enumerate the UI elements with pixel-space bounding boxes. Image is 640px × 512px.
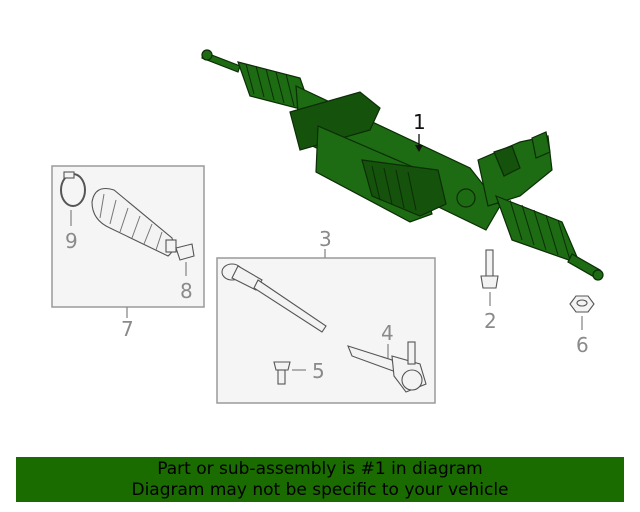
banner-line-2: Diagram may not be specific to your vehi…: [131, 480, 509, 500]
callout-9: 9: [65, 229, 78, 253]
callout-8: 8: [180, 279, 193, 303]
banner-line-1: Part or sub-assembly is #1 in diagram: [157, 459, 483, 479]
notice-banner: Part or sub-assembly is #1 in diagram Di…: [16, 457, 624, 502]
outer-tie-rod-end-part-4[interactable]: [347, 341, 427, 393]
callout-5: 5: [312, 359, 325, 383]
clamp-part-8[interactable]: [175, 243, 195, 261]
callout-4: 4: [381, 321, 394, 345]
callout-3: 3: [319, 227, 332, 251]
callout-2: 2: [484, 309, 497, 333]
steering-rack-assembly[interactable]: [201, 49, 604, 281]
boot-part[interactable]: [91, 187, 177, 257]
leader-1-arrow: [415, 145, 423, 152]
bolt-part-5[interactable]: [273, 361, 291, 385]
callout-6: 6: [576, 333, 589, 357]
inner-tie-rod[interactable]: [221, 263, 327, 333]
callout-7: 7: [121, 317, 134, 341]
callout-1: 1: [413, 110, 426, 134]
clamp-part-9[interactable]: [60, 171, 86, 207]
nut-part-6[interactable]: [569, 295, 595, 313]
bolt-part-2[interactable]: [480, 249, 499, 289]
